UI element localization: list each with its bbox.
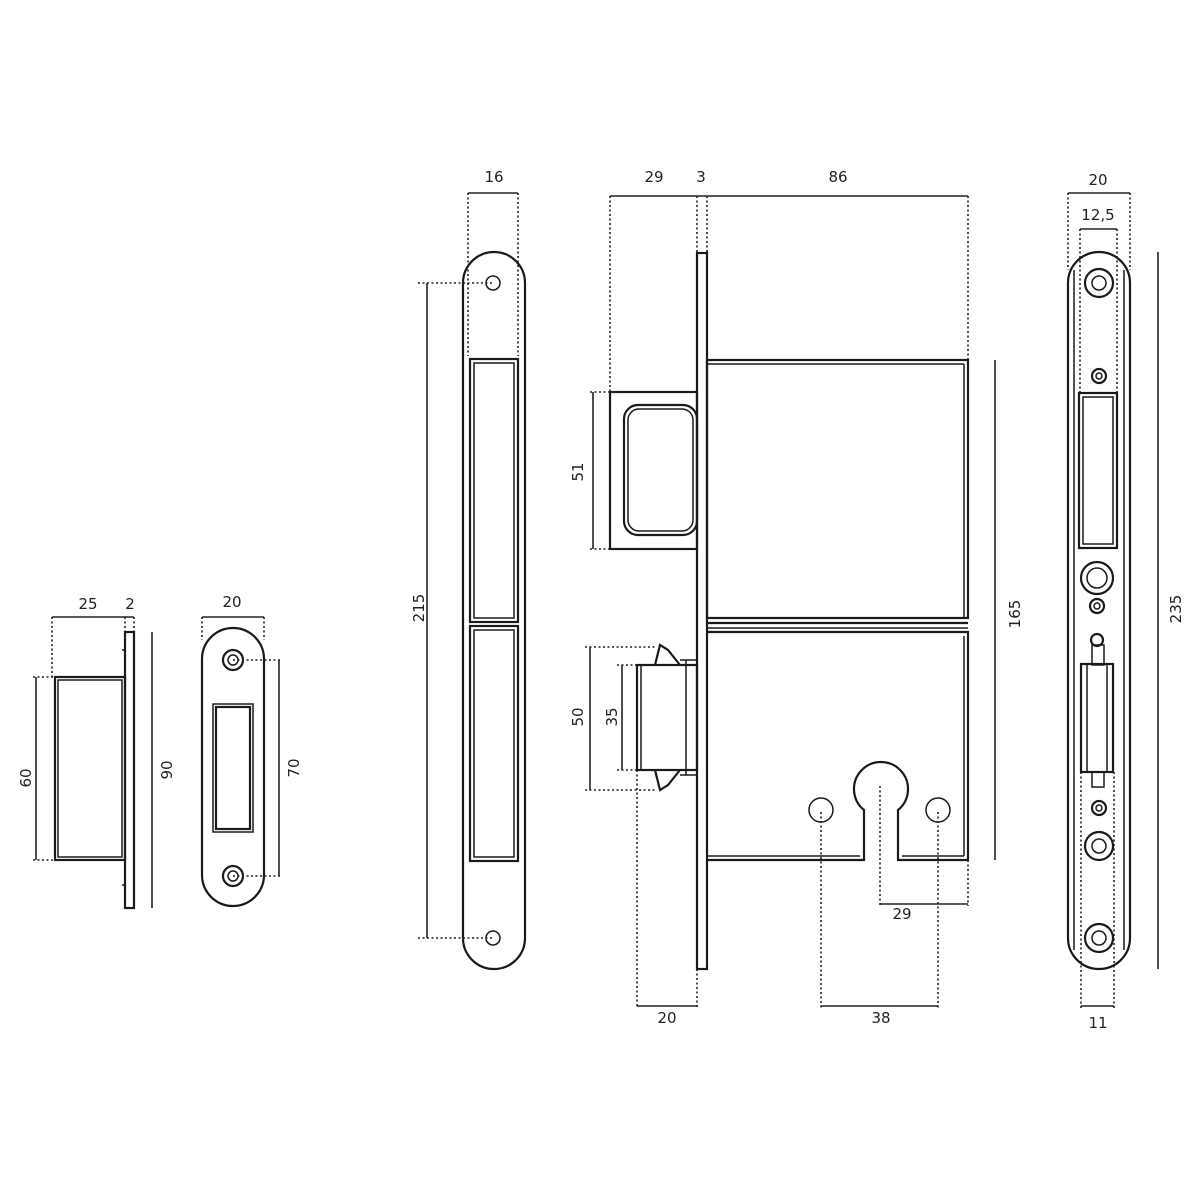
dim-front-bottom-width: 11 <box>1088 1014 1107 1032</box>
dim-cylinder-offset: 29 <box>892 905 911 923</box>
dim-strike-screw-spacing: 70 <box>285 758 303 777</box>
lock-body-side-view <box>585 195 996 1008</box>
dim-front-height: 235 <box>1167 595 1185 624</box>
dim-strike-depth: 25 <box>78 595 97 613</box>
dim-strike-flange: 2 <box>125 595 135 613</box>
dim-case-height: 165 <box>1006 600 1024 629</box>
dim-case-depth: 86 <box>828 168 847 186</box>
dim-latch-projection: 29 <box>644 168 663 186</box>
dim-latch-inner-height: 35 <box>603 707 621 726</box>
strike-plate-front-view <box>200 616 281 908</box>
dim-strike-total-height: 90 <box>158 760 176 779</box>
dim-hole-spacing: 38 <box>871 1009 890 1027</box>
strike-box-side-view <box>33 616 153 910</box>
dim-faceplate-width: 16 <box>484 168 503 186</box>
dim-backset: 20 <box>657 1009 676 1027</box>
dim-front-inner-width: 12,5 <box>1081 206 1114 224</box>
dim-faceplate-screw-spacing: 215 <box>410 594 428 623</box>
lock-front-view <box>1066 192 1159 1008</box>
dim-strike-plate-width: 20 <box>222 593 241 611</box>
dim-latch-outer-height: 50 <box>569 707 587 726</box>
dim-front-width: 20 <box>1088 171 1107 189</box>
faceplate-side-view <box>418 192 527 971</box>
dim-strike-box-height: 60 <box>17 768 35 787</box>
dim-deadbolt-height: 51 <box>569 462 587 481</box>
dim-faceplate-thickness: 3 <box>696 168 706 186</box>
